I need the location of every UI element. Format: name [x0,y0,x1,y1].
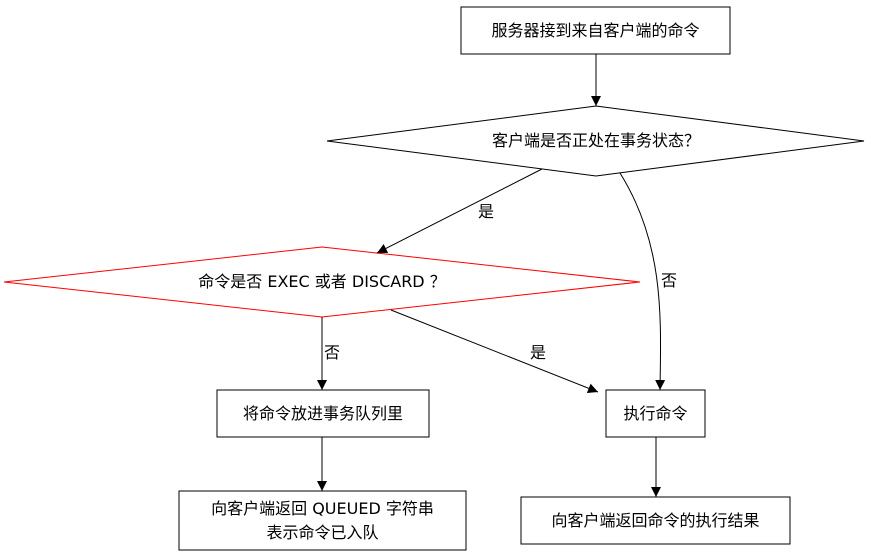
node-in-transaction-label: 客户端是否正处在事务状态？ [492,131,700,150]
node-is-exec-or-discard: 命令是否 EXEC 或者 DISCARD ？ [3,246,641,318]
edge-exec-discard-yes [390,309,599,393]
node-receive-command-label: 服务器接到来自客户端的命令 [491,21,699,40]
node-receive-command: 服务器接到来自客户端的命令 [460,6,731,55]
node-queue-command: 将命令放进事务队列里 [216,389,430,438]
node-return-queued: 向客户端返回 QUEUED 字符串 表示命令已入队 [178,490,467,551]
edge-in-transaction-yes [376,168,543,254]
edge-label-exec-discard-no: 否 [324,343,340,362]
edge-label-in-transaction-no: 否 [661,271,677,290]
edge-in-transaction-no [619,172,666,391]
edge-label-exec-discard-yes: 是 [530,343,546,362]
node-execute-command-label: 执行命令 [623,404,687,423]
node-return-result-label: 向客户端返回命令的执行结果 [551,511,759,530]
node-in-transaction: 客户端是否正处在事务状态？ [326,105,865,177]
node-queue-command-label: 将命令放进事务队列里 [243,404,403,423]
node-return-result: 向客户端返回命令的执行结果 [520,496,791,545]
edge-label-in-transaction-yes: 是 [478,202,494,221]
node-return-queued-line1: 向客户端返回 QUEUED 字符串 [211,499,434,518]
node-execute-command: 执行命令 [605,389,706,438]
node-return-queued-line2: 表示命令已入队 [266,523,378,542]
node-is-exec-or-discard-label: 命令是否 EXEC 或者 DISCARD ？ [198,272,445,291]
